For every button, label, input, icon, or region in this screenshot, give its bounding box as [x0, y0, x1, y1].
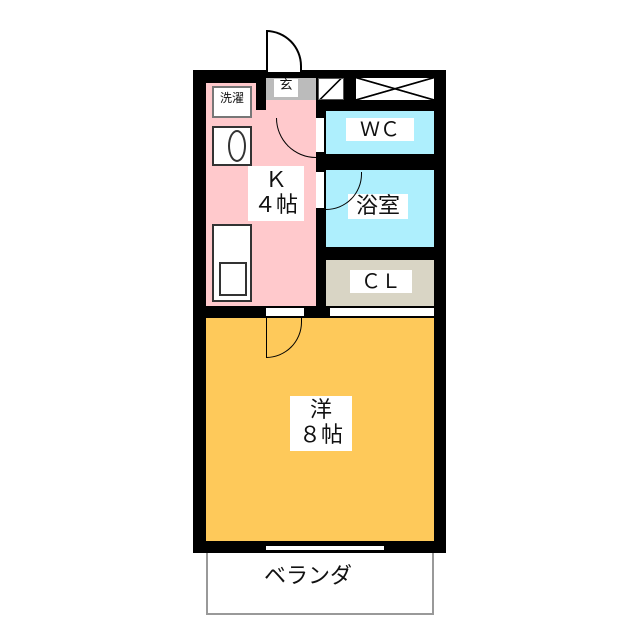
balcony-window[interactable]	[266, 545, 384, 551]
stove	[219, 262, 247, 296]
bath-label: 浴室	[348, 194, 408, 220]
room-door[interactable]	[266, 308, 304, 316]
western-label: 洋 ８帖	[290, 396, 352, 451]
kitchen-size: ４帖	[253, 193, 298, 219]
entrance-wall	[256, 78, 266, 110]
bath-door[interactable]	[316, 172, 324, 208]
storage-box-x	[356, 78, 434, 100]
storage-box	[318, 78, 344, 100]
closet-door[interactable]	[330, 308, 434, 316]
sink-bowl	[228, 130, 246, 162]
western-name: 洋	[309, 398, 332, 423]
balcony	[206, 553, 434, 615]
balcony-label: ベランダ	[263, 564, 352, 589]
entry-door[interactable]	[266, 30, 302, 72]
western-size: ８帖	[298, 423, 343, 449]
kitchen-label: Ｋ ４帖	[248, 166, 304, 221]
wc-door[interactable]	[316, 118, 324, 152]
closet-label: ＣＬ	[350, 270, 412, 293]
wc-label: ＷＣ	[346, 118, 414, 141]
entrance-label: 玄	[274, 78, 298, 97]
kitchen-name: Ｋ	[264, 168, 287, 193]
laundry-label: 洗濯	[215, 91, 249, 106]
